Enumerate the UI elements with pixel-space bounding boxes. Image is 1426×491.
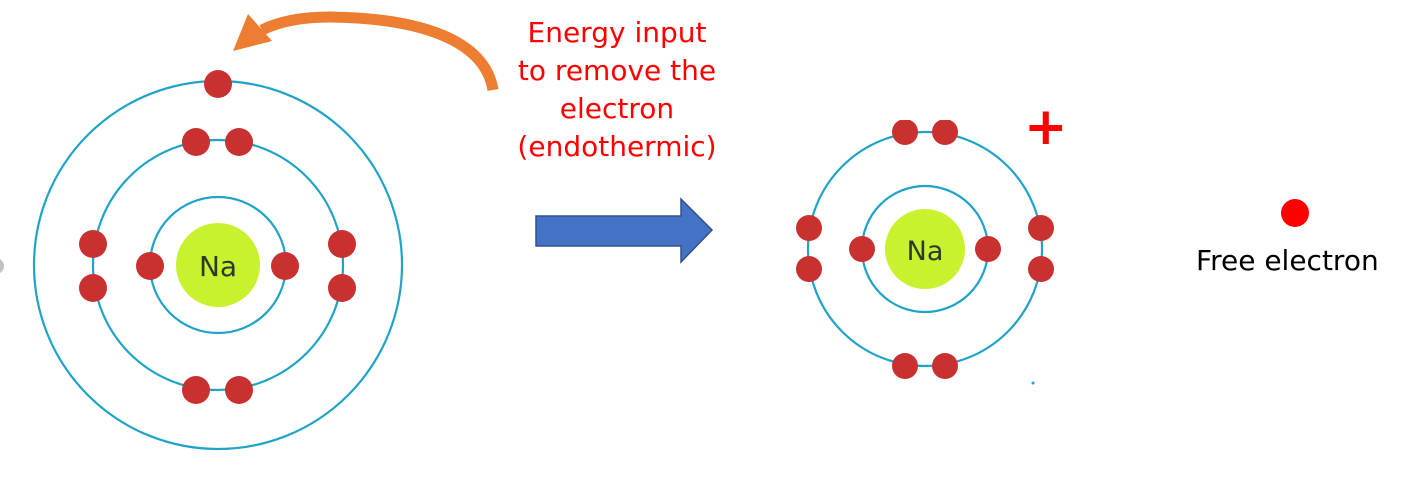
electron	[849, 236, 875, 262]
nucleus-symbol: Na	[199, 250, 237, 283]
electron	[136, 252, 164, 280]
electron-valence	[204, 70, 232, 98]
energy-input-arrow	[233, 11, 499, 92]
electron	[932, 353, 958, 379]
caption-line: Energy input	[527, 16, 707, 49]
electron	[225, 376, 253, 404]
arrow-head-icon	[233, 14, 272, 51]
electron	[1028, 215, 1054, 241]
electron	[271, 252, 299, 280]
clip-mask	[783, 200, 796, 290]
electron	[328, 274, 356, 302]
energy-caption: Energy input to remove the electron (end…	[492, 14, 742, 166]
electron	[796, 256, 822, 282]
edge-artifact	[0, 259, 4, 273]
free-electron-label: Free electron	[1196, 244, 1379, 277]
clip-mask	[892, 110, 962, 120]
electrons	[79, 70, 356, 404]
orbit-shell-2	[806, 130, 1044, 368]
sodium-atom: Na	[32, 70, 404, 451]
electron	[328, 230, 356, 258]
electron	[892, 119, 918, 145]
electron	[892, 353, 918, 379]
electron	[225, 128, 253, 156]
caption-line: electron	[559, 92, 675, 125]
electron	[79, 230, 107, 258]
nucleus	[176, 223, 260, 307]
electron	[79, 274, 107, 302]
nucleus	[885, 209, 965, 289]
nucleus-symbol: Na	[907, 236, 944, 267]
electron	[796, 215, 822, 241]
electron	[182, 128, 210, 156]
sodium-ion: Na	[783, 110, 1054, 385]
electron	[975, 236, 1001, 262]
free-electron-icon	[1281, 199, 1309, 227]
electrons	[796, 119, 1054, 379]
process-arrow-icon	[535, 197, 714, 264]
stray-mark	[1031, 381, 1035, 385]
electron	[182, 376, 210, 404]
orbit-shell-2	[91, 138, 345, 392]
positive-charge-icon: +	[1024, 97, 1068, 157]
electron	[932, 119, 958, 145]
caption-line: (endothermic)	[517, 130, 717, 163]
electron	[1028, 256, 1054, 282]
caption-line: to remove the	[517, 54, 717, 87]
